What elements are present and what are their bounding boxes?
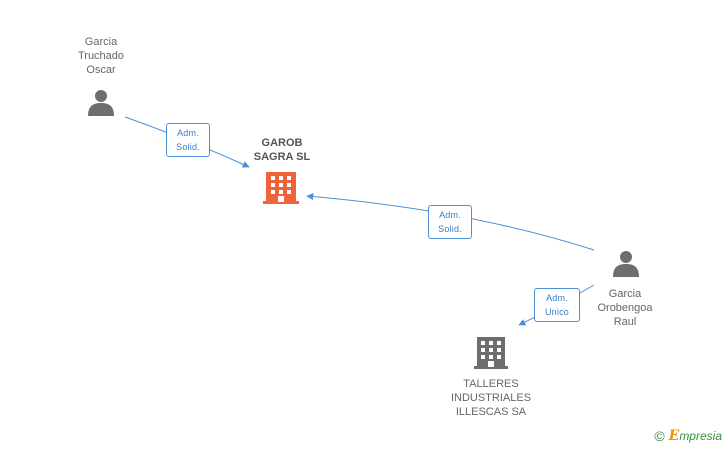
person-label-garcia-orobengoa[interactable]: Garcia Orobengoa Raul xyxy=(597,288,653,328)
empresia-logo: Empresia xyxy=(669,428,722,444)
company-label-talleres-illescas[interactable]: TALLERES INDUSTRIALES ILLESCAS SA xyxy=(450,378,532,418)
edge-badge-adm-solid: Adm. Solid. xyxy=(428,205,472,239)
logo-initial: E xyxy=(668,428,680,444)
edge-badge-adm-unico: Adm. Unico xyxy=(534,288,580,322)
person-icon[interactable] xyxy=(88,90,114,116)
building-icon[interactable] xyxy=(263,172,299,204)
copyright-symbol: © xyxy=(654,428,665,444)
company-label-garob-sagra[interactable]: GAROB SAGRA SL xyxy=(253,137,311,163)
empresia-watermark: © Empresia xyxy=(654,428,722,444)
edge-badge-adm-solid: Adm. Solid. xyxy=(166,123,210,157)
logo-text: mpresia xyxy=(679,429,722,443)
person-label-garcia-truchado[interactable]: Garcia Truchado Oscar xyxy=(77,36,125,76)
person-icon[interactable] xyxy=(613,251,639,277)
building-icon[interactable] xyxy=(474,337,508,369)
